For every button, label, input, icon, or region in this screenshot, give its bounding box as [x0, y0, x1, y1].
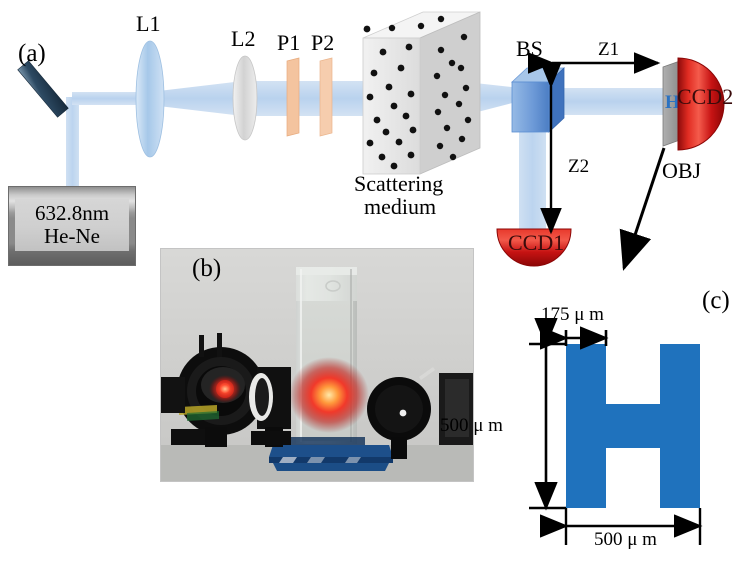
label-z2: Z2 — [568, 156, 590, 177]
panel-a-tag: (a) — [18, 40, 46, 67]
beam-l2-to-medium — [243, 81, 375, 116]
lens-l2 — [232, 55, 258, 141]
dim-label-width: 500 μ m — [594, 529, 657, 550]
h-shape — [566, 344, 700, 508]
ccd1-detector — [496, 228, 572, 267]
label-p2: P2 — [311, 30, 335, 55]
object-mask-obj: H — [662, 60, 681, 147]
label-obj: OBJ — [662, 158, 702, 183]
ccd2-detector — [677, 57, 725, 151]
optic-mount-right — [367, 367, 473, 459]
callout-arrow-to-panel-c — [619, 147, 666, 271]
laser-wavelength: 632.8nm — [34, 201, 110, 226]
label-ccd1: CCD1 — [508, 230, 565, 255]
he-ne-laser-source: 632.8nm He-Ne — [8, 186, 136, 266]
mirror — [17, 60, 69, 118]
label-scattering-line1: Scattering — [354, 171, 444, 196]
polarizer-p2 — [319, 57, 333, 137]
beam-mirror-to-l1 — [72, 92, 150, 105]
dim-label-height: 500 μ m — [440, 415, 503, 436]
label-ccd2: CCD2 — [677, 84, 734, 109]
panel-c-tag: (c) — [702, 287, 730, 314]
label-l2: L2 — [231, 26, 256, 51]
laser-spot-in-cuvette — [289, 357, 369, 433]
panel-b-tag: (b) — [192, 255, 222, 282]
laser-type: He-Ne — [44, 224, 100, 248]
label-bs: BS — [516, 36, 543, 61]
beam-splitter — [510, 67, 566, 133]
photo-content — [161, 249, 473, 481]
label-z1: Z1 — [598, 39, 620, 60]
label-p1: P1 — [277, 30, 301, 55]
scattering-medium — [362, 11, 481, 175]
lens-l1 — [135, 40, 165, 158]
panel-c-object-dimensions — [529, 318, 703, 545]
optic-mount-mid — [249, 367, 291, 447]
dim-label-stroke-width: 175 μ m — [541, 304, 604, 325]
label-l1: L1 — [136, 11, 161, 36]
beam-laser-to-mirror — [66, 97, 79, 193]
object-h-glyph: H — [665, 92, 680, 113]
panel-b-photograph — [160, 248, 474, 482]
laser-spot-on-mount — [209, 375, 241, 403]
polarizer-p1 — [286, 57, 300, 137]
label-scattering-line2: medium — [364, 194, 437, 219]
optical-breadboard — [269, 437, 393, 471]
beam-l1-to-l2 — [150, 81, 243, 116]
laser-face: 632.8nm He-Ne — [15, 199, 129, 251]
